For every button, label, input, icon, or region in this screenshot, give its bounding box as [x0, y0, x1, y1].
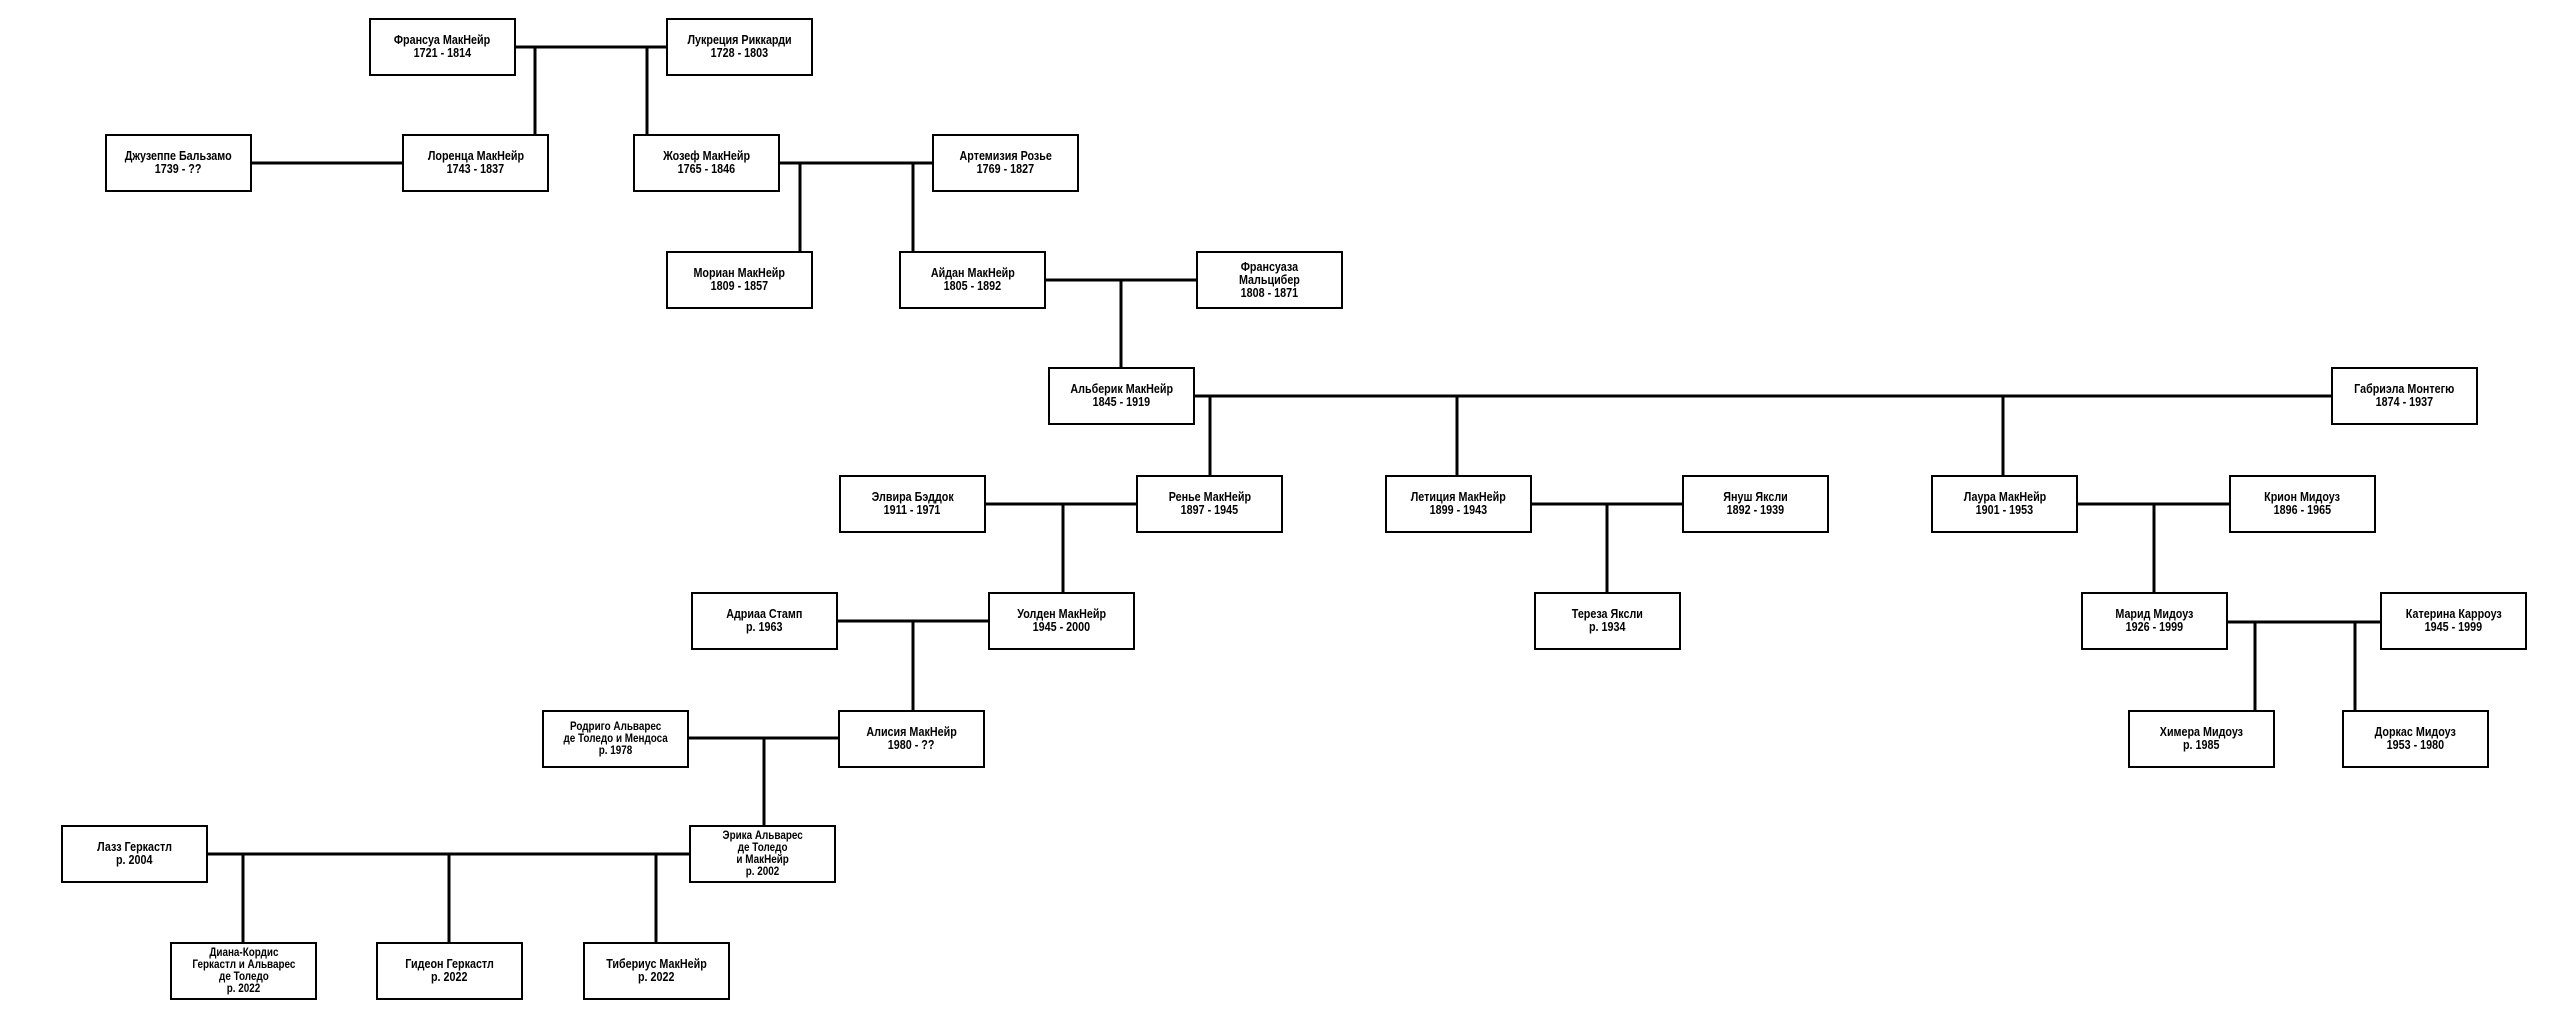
person-tereza-yaxley: Тереза Яксли р. 1934: [1534, 592, 1681, 650]
person-name: Гидеон Геркастл: [405, 957, 494, 971]
person-tiberius-macnair: Тибериус МакНейр р. 2022: [583, 942, 730, 1000]
person-name: Химера Мидоуз: [2159, 725, 2244, 739]
person-francois-macnair: Франсуа МакНейр 1721 - 1814: [369, 18, 516, 76]
person-name: Джузеппе Бальзамо: [125, 149, 232, 163]
person-name: Алисия МакНейр: [866, 725, 957, 739]
person-name: Лаура МакНейр: [1963, 490, 2046, 504]
person-dates: 1911 - 1971: [884, 503, 941, 517]
person-aidan-macnair: Айдан МакНейр 1805 - 1892: [899, 251, 1046, 309]
person-alicia-macnair: Алисия МакНейр 1980 - ??: [838, 710, 985, 768]
person-morian-macnair: Мориан МакНейр 1809 - 1857: [666, 251, 813, 309]
person-dates: 1980 - ??: [888, 738, 935, 752]
person-name: Тереза Яксли: [1571, 607, 1644, 621]
person-name: Артемизия Розье: [959, 149, 1052, 163]
person-name: Летиция МакНейр: [1410, 490, 1507, 504]
person-name: Лазз Геркастл: [97, 840, 172, 854]
person-marid-meadowes: Марид Мидоуз 1926 - 1999: [2081, 592, 2228, 650]
person-dates: р. 2022: [431, 970, 468, 984]
person-dates: 1892 - 1939: [1726, 503, 1785, 517]
person-name: Тибериус МакНейр: [606, 957, 707, 971]
person-dates: 1845 - 1919: [1092, 395, 1151, 409]
person-dates: 1945 - 1999: [2424, 620, 2483, 634]
person-name: Айдан МакНейр: [930, 266, 1015, 280]
person-joseph-macnair: Жозеф МакНейр 1765 - 1846: [633, 134, 780, 192]
person-giuseppe-balsamo: Джузеппе Бальзамо 1739 - ??: [105, 134, 252, 192]
person-dates: 1769 - 1827: [976, 162, 1035, 176]
person-name: Адриаа Стамп: [726, 607, 803, 621]
person-name: Элвира Бэддок: [871, 490, 954, 504]
person-dates: р. 2022: [638, 970, 675, 984]
person-dates: 1805 - 1892: [943, 279, 1002, 293]
person-name: Януш Яксли: [1723, 490, 1788, 504]
person-dates: 1945 - 2000: [1032, 620, 1091, 634]
person-alberic-macnair: Альберик МакНейр 1845 - 1919: [1048, 367, 1195, 425]
person-artemisia-rosier: Артемизия Розье 1769 - 1827: [932, 134, 1079, 192]
person-name: Доркас Мидоуз: [2374, 725, 2457, 739]
person-dates: р. 1934: [1589, 620, 1626, 634]
person-dates: р. 1978: [598, 745, 633, 757]
person-dates: р. 2002: [745, 866, 780, 878]
person-dorcas-meadowes: Доркас Мидоуз 1953 - 1980: [2342, 710, 2489, 768]
person-name: Диана-Кордис Геркастл и Альварес де Толе…: [191, 947, 296, 983]
person-lazz-gerkastl: Лазз Геркастл р. 2004: [61, 825, 208, 883]
person-elvira-baddock: Элвира Бэддок 1911 - 1971: [839, 475, 986, 533]
person-renier-macnair: Ренье МакНейр 1897 - 1945: [1136, 475, 1283, 533]
person-dates: р. 2004: [116, 853, 153, 867]
person-dates: 1728 - 1803: [710, 46, 769, 60]
person-name: Габриэла Монтегю: [2354, 382, 2455, 396]
person-dates: 1897 - 1945: [1180, 503, 1239, 517]
person-name: Уолден МакНейр: [1017, 607, 1106, 621]
person-name: Марид Мидоуз: [2115, 607, 2194, 621]
person-dates: 1926 - 1999: [2125, 620, 2184, 634]
person-dates: р. 1963: [746, 620, 783, 634]
person-dates: 1896 - 1965: [2273, 503, 2332, 517]
person-dates: 1765 - 1846: [677, 162, 736, 176]
person-name: Лукреция Риккарди: [687, 33, 792, 47]
person-lorenza-macnair: Лоренца МакНейр 1743 - 1837: [402, 134, 549, 192]
person-name: Жозеф МакНейр: [663, 149, 750, 163]
person-name: Ренье МакНейр: [1168, 490, 1251, 504]
person-katerina-carrows: Катерина Карроуз 1945 - 1999: [2380, 592, 2527, 650]
person-dates: 1953 - 1980: [2386, 738, 2445, 752]
person-dates: 1809 - 1857: [710, 279, 769, 293]
person-adriaa-stamp: Адриаа Стамп р. 1963: [691, 592, 838, 650]
person-name: Катерина Карроуз: [2405, 607, 2502, 621]
person-name: Родриго Альварес де Толедо и Мендоса: [563, 721, 668, 745]
person-lucrezia-riccardi: Лукреция Риккарди 1728 - 1803: [666, 18, 813, 76]
person-laura-macnair: Лаура МакНейр 1901 - 1953: [1931, 475, 2078, 533]
person-dates: р. 2022: [226, 983, 261, 995]
person-walden-macnair: Уолден МакНейр 1945 - 2000: [988, 592, 1135, 650]
person-chimera-meadowes: Химера Мидоуз р. 1985: [2128, 710, 2275, 768]
person-dates: 1808 - 1871: [1240, 285, 1299, 300]
person-rodrigo-alvarez: Родриго Альварес де Толедо и Мендоса р. …: [542, 710, 689, 768]
person-diana-cordis: Диана-Кордис Геркастл и Альварес де Толе…: [170, 942, 317, 1000]
person-francoise-malciber: Франсуаза Мальцибер 1808 - 1871: [1196, 251, 1343, 309]
person-dates: 1721 - 1814: [413, 46, 472, 60]
person-name: Мориан МакНейр: [693, 266, 786, 280]
person-name: Франсуа МакНейр: [394, 33, 491, 47]
person-name: Лоренца МакНейр: [427, 149, 524, 163]
person-name: Альберик МакНейр: [1070, 382, 1173, 396]
person-dates: 1743 - 1837: [446, 162, 505, 176]
person-dates: 1874 - 1937: [2375, 395, 2434, 409]
person-dates: 1739 - ??: [155, 162, 202, 176]
person-name: Франсуаза Мальцибер: [1239, 259, 1300, 287]
person-dates: 1899 - 1943: [1429, 503, 1488, 517]
person-janusz-yaxley: Януш Яксли 1892 - 1939: [1682, 475, 1829, 533]
person-gabriela-montague: Габриэла Монтегю 1874 - 1937: [2331, 367, 2478, 425]
person-dates: 1901 - 1953: [1975, 503, 2034, 517]
person-gideon-gerkastl: Гидеон Геркастл р. 2022: [376, 942, 523, 1000]
person-name: Эрика Альварес де Толедо и МакНейр: [722, 830, 803, 866]
person-erica-alvarez: Эрика Альварес де Толедо и МакНейр р. 20…: [689, 825, 836, 883]
person-name: Крион Мидоуз: [2264, 490, 2341, 504]
person-leticia-macnair: Летиция МакНейр 1899 - 1943: [1385, 475, 1532, 533]
person-crion-meadowes: Крион Мидоуз 1896 - 1965: [2229, 475, 2376, 533]
person-dates: р. 1985: [2183, 738, 2220, 752]
